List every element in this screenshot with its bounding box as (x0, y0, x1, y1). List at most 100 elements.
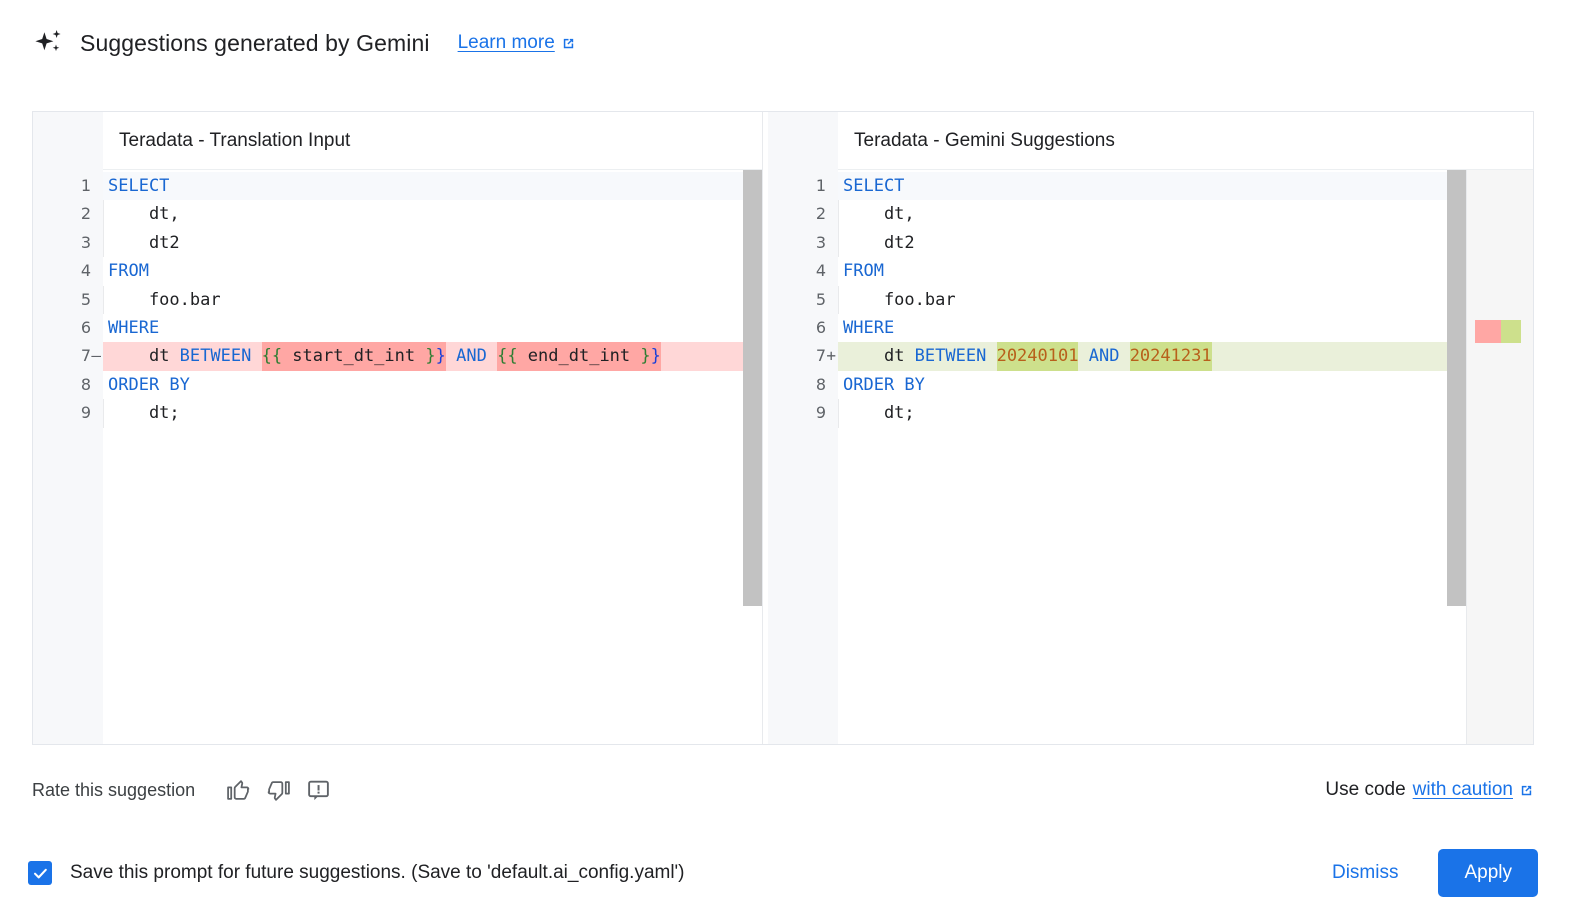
code-line: 1 SELECT (768, 172, 1533, 201)
code-line: 6 WHERE (768, 314, 1533, 342)
code-token: 20240101 (996, 342, 1079, 371)
code-token: FROM (843, 261, 884, 282)
line-number: 7+ (768, 342, 838, 370)
learn-more-label: Learn more (457, 32, 555, 53)
right-title-gutter (768, 112, 838, 170)
thumb-down-icon[interactable] (263, 775, 293, 805)
left-pane-header: Teradata - Translation Input (33, 112, 762, 170)
code-line-content: WHERE (103, 314, 762, 342)
right-pane-header: Teradata - Gemini Suggestions (768, 112, 1533, 170)
code-line-content: dt2 (103, 228, 762, 258)
code-token: 20241231 (1129, 342, 1212, 371)
code-token: dt, (843, 204, 915, 225)
code-line: 7— dt BETWEEN {{ start_dt_int }} AND {{ … (33, 342, 762, 371)
gemini-suggestions-pane: Teradata - Gemini Suggestions 1 SELECT 2 d… (768, 112, 1533, 744)
code-line-content: foo.bar (103, 285, 762, 314)
right-vertical-scrollbar[interactable] (1447, 170, 1466, 744)
line-number: 9 (80, 403, 91, 423)
code-line-content: ORDER BY (103, 371, 762, 399)
header: Suggestions generated by Gemini Learn mo… (32, 26, 576, 60)
overview-delete-marker (1475, 320, 1501, 343)
left-title-gutter (33, 112, 103, 170)
line-number: 8 (80, 374, 91, 394)
left-scrollbar-thumb[interactable] (743, 170, 762, 606)
code-token: end_dt_int (517, 342, 641, 371)
code-line-content: dt, (838, 200, 1533, 229)
save-prompt-checkbox[interactable] (28, 861, 52, 885)
code-token: dt; (843, 403, 915, 424)
line-number: 3 (80, 232, 91, 252)
code-token: dt (148, 342, 180, 371)
overview-add-marker (1501, 320, 1521, 343)
code-token: {{ (261, 342, 283, 371)
code-line-content: dt BETWEEN {{ start_dt_int }} AND {{ end… (103, 342, 762, 371)
left-pane-title: Teradata - Translation Input (119, 129, 351, 151)
rate-controls: Rate this suggestion (32, 775, 343, 805)
code-line-content: SELECT (838, 172, 1533, 201)
code-token (251, 342, 262, 371)
code-line-content: dt, (103, 200, 762, 229)
code-token: start_dt_int (282, 342, 426, 371)
code-line-content: dt; (838, 399, 1533, 428)
code-line: 9 dt; (33, 399, 762, 428)
diff-sign: + (826, 346, 836, 366)
report-feedback-icon[interactable] (303, 775, 333, 805)
left-vertical-scrollbar[interactable] (743, 170, 762, 744)
diff-overview-ruler[interactable] (1466, 170, 1533, 744)
thumb-up-icon[interactable] (223, 775, 253, 805)
code-token (1119, 342, 1130, 371)
line-number: 4 (80, 261, 91, 281)
code-line: 3 dt2 (33, 228, 762, 258)
line-number: 6 (815, 317, 826, 337)
line-number: 2 (80, 204, 91, 224)
page-title: Suggestions generated by Gemini (80, 29, 430, 56)
code-line-content: FROM (838, 257, 1533, 285)
line-number: 1 (815, 176, 826, 195)
apply-button[interactable]: Apply (1438, 849, 1538, 897)
code-line-content: dt BETWEEN 20240101 AND 20241231 (838, 342, 1533, 371)
code-token (1078, 342, 1089, 371)
code-token: dt (883, 342, 915, 371)
code-token: foo.bar (843, 289, 956, 310)
code-token: dt, (108, 204, 180, 225)
code-token: ORDER BY (108, 374, 190, 395)
code-line-content: FROM (103, 257, 762, 285)
line-number: 8 (815, 374, 826, 394)
diff-editors: Teradata - Translation Input 1 SELECT 2 dt… (32, 111, 1534, 745)
code-token: dt2 (843, 232, 915, 253)
with-caution-link[interactable]: with caution (1413, 779, 1534, 801)
footer-actions: Dismiss Apply (1318, 849, 1538, 897)
learn-more-link[interactable]: Learn more (458, 32, 576, 54)
code-token (986, 342, 997, 371)
external-link-icon (561, 36, 576, 51)
code-token: WHERE (108, 317, 160, 338)
code-line: 8 ORDER BY (33, 371, 762, 399)
save-prompt-label: Save this prompt for future suggestions.… (70, 862, 685, 883)
gemini-sparkle-icon (32, 26, 66, 60)
right-scrollbar-thumb[interactable] (1447, 170, 1466, 606)
code-token (486, 342, 498, 371)
line-number: 2 (815, 204, 826, 224)
code-token: BETWEEN (179, 342, 252, 371)
footer: Save this prompt for future suggestions.… (28, 847, 1538, 899)
code-token: } (435, 342, 446, 371)
code-token: SELECT (108, 176, 170, 196)
code-token: {{ (497, 342, 518, 371)
code-token: ORDER BY (843, 374, 925, 395)
code-token: foo.bar (108, 289, 221, 310)
code-token: } (425, 342, 436, 371)
code-line-content: dt2 (838, 228, 1533, 258)
code-line-content: WHERE (838, 314, 1533, 342)
code-token: WHERE (843, 317, 895, 338)
dismiss-button[interactable]: Dismiss (1318, 852, 1413, 894)
code-line: 7+ dt BETWEEN 20240101 AND 20241231 (768, 342, 1533, 371)
code-line: 2 dt, (33, 200, 762, 229)
use-code-prefix: Use code (1325, 779, 1406, 800)
external-link-icon (1519, 783, 1534, 798)
code-line: 8 ORDER BY (768, 371, 1533, 399)
